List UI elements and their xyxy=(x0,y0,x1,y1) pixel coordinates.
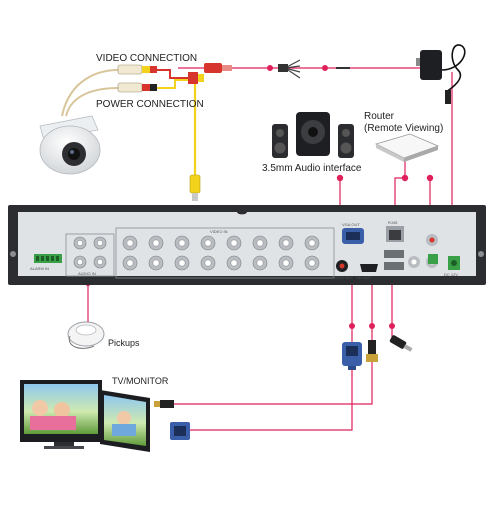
video-in-port-12-center xyxy=(204,259,212,267)
alarm-panel-label: ALARM IN xyxy=(30,266,49,271)
router-line xyxy=(394,152,406,230)
video-in-port-2-center xyxy=(152,239,160,247)
hdmi-cable-icon xyxy=(366,340,378,362)
microphone-icon xyxy=(67,321,105,349)
tv-monitor-label: TV/MONITOR xyxy=(112,376,169,386)
power-connection-label: POWER CONNECTION xyxy=(96,99,204,110)
vga-out-panel-label: VGA OUT xyxy=(342,222,360,227)
video-in-port-9-center xyxy=(126,259,134,267)
video-in-panel-label: VIDEO IN xyxy=(210,229,228,234)
power-adapter-icon xyxy=(416,44,466,104)
dc-panel-label: DC 12V xyxy=(444,272,459,277)
audio-in-port-1-center xyxy=(77,240,83,246)
power-splitter xyxy=(278,59,350,79)
video-in-port-10-center xyxy=(152,259,160,267)
video-in-port-8-center xyxy=(308,239,316,247)
video-in-port-4-center xyxy=(204,239,212,247)
audio-out-panel-label: AUDIO OUT xyxy=(331,275,354,280)
dome-camera-icon xyxy=(39,115,101,175)
video-in-port-7-center xyxy=(282,239,290,247)
video-in-port-6-center xyxy=(256,239,264,247)
video-in-port-1-center xyxy=(126,239,134,247)
tv-monitor-icon xyxy=(20,380,150,452)
tv-hdmi-line xyxy=(172,352,373,405)
video-in-ports xyxy=(122,235,320,271)
video-connection-label: VIDEO CONNECTION xyxy=(96,53,198,64)
video-in-port-13-center xyxy=(230,259,238,267)
audio-in-port-4-center xyxy=(97,259,103,265)
tv-hdmi-plug xyxy=(154,400,174,408)
rj45-panel-label: RJ45 xyxy=(388,220,398,225)
router-icon xyxy=(374,133,440,162)
video-in-port-5-center xyxy=(230,239,238,247)
usb-mouse-icon xyxy=(389,335,413,352)
router-label: Router xyxy=(364,111,395,122)
audio-in-panel-label: AUDIO IN xyxy=(78,271,96,276)
video-in-port-16-center xyxy=(308,259,316,267)
video-in-port-15-center xyxy=(282,259,290,267)
router-sub-label: (Remote Viewing) xyxy=(364,123,444,134)
video-in-port-3-center xyxy=(178,239,186,247)
video-in-port-14-center xyxy=(256,259,264,267)
hd-out-panel-label: HD OUT xyxy=(356,275,372,280)
hdmi-port xyxy=(360,264,378,272)
audio-interface-label: 3.5mm Audio interface xyxy=(262,163,362,174)
speaker-set-icon xyxy=(272,112,354,158)
pickups-label: Pickups xyxy=(108,338,140,348)
video-in-port-11-center xyxy=(178,259,186,267)
usb-port-2 xyxy=(384,262,404,270)
tv-vga-line xyxy=(190,362,353,431)
audio-in-port-3-center xyxy=(77,259,83,265)
usb-port-1 xyxy=(384,250,404,258)
vga-cable-icon xyxy=(342,342,362,370)
video-pigtail xyxy=(61,63,232,201)
tv-vga-plug xyxy=(170,422,190,440)
audio-in-ports xyxy=(73,236,107,269)
audio-in-port-2-center xyxy=(97,240,103,246)
